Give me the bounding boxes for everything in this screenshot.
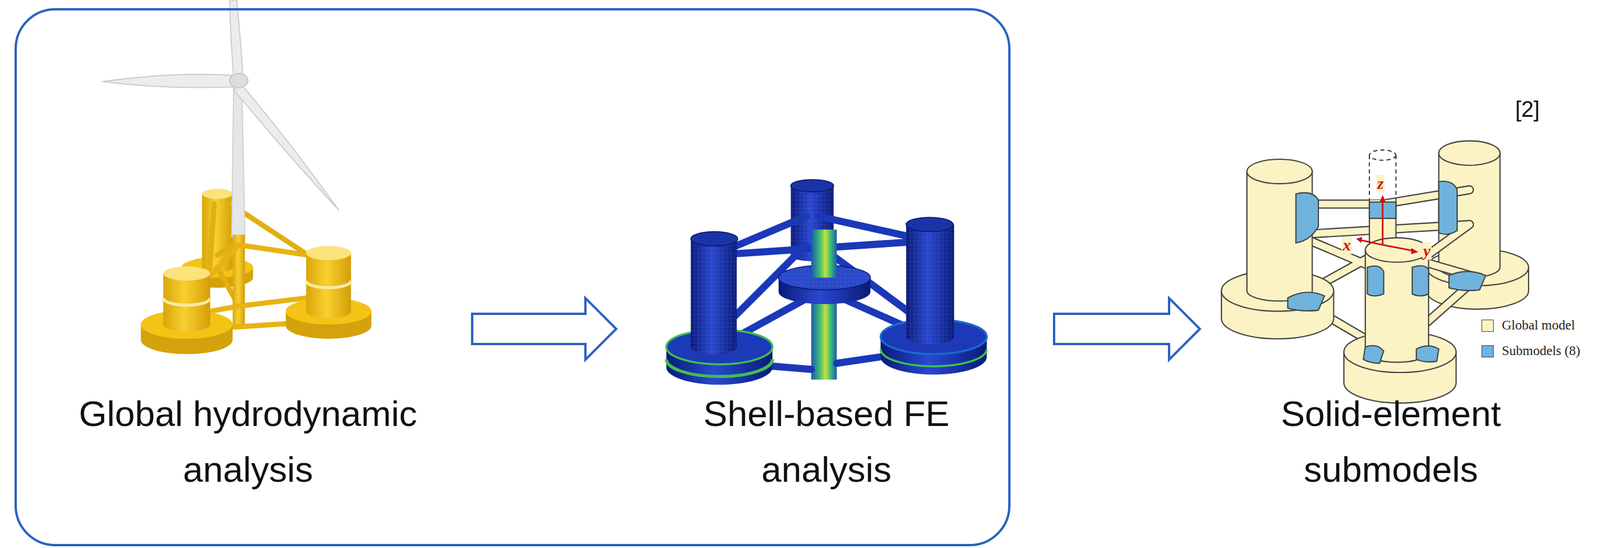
axis-label: y (1422, 242, 1432, 260)
stage-caption: Shell-based FE analysis (681, 385, 972, 498)
axis-label: z (1376, 174, 1386, 193)
stage-panel: Solid-element submodels (1204, 17, 1595, 500)
stage-caption: Solid-element submodels (1245, 385, 1537, 498)
turbine-illustration (102, 0, 372, 354)
submodel-illustration (1221, 140, 1529, 403)
axis-triad (1356, 194, 1419, 254)
axis-label: x (1341, 236, 1353, 254)
reference-number: [2] (1515, 96, 1540, 122)
stage-panel: Shell-based FE analysis (620, 17, 1008, 500)
legend-text: Global model (1501, 317, 1576, 333)
stage-panel: Global hydrodynamic analysis (40, 17, 468, 500)
legend-swatch (1481, 319, 1494, 332)
stage-group: Global hydrodynamic analysis Shell-based … (14, 8, 1011, 546)
fe-model-illustration (666, 179, 987, 385)
block-arrow (1054, 297, 1200, 360)
stage-caption: Global hydrodynamic analysis (50, 385, 446, 498)
legend-text: Submodels (8) (1501, 343, 1581, 359)
block-arrow (472, 297, 617, 360)
legend-swatch (1481, 344, 1494, 358)
